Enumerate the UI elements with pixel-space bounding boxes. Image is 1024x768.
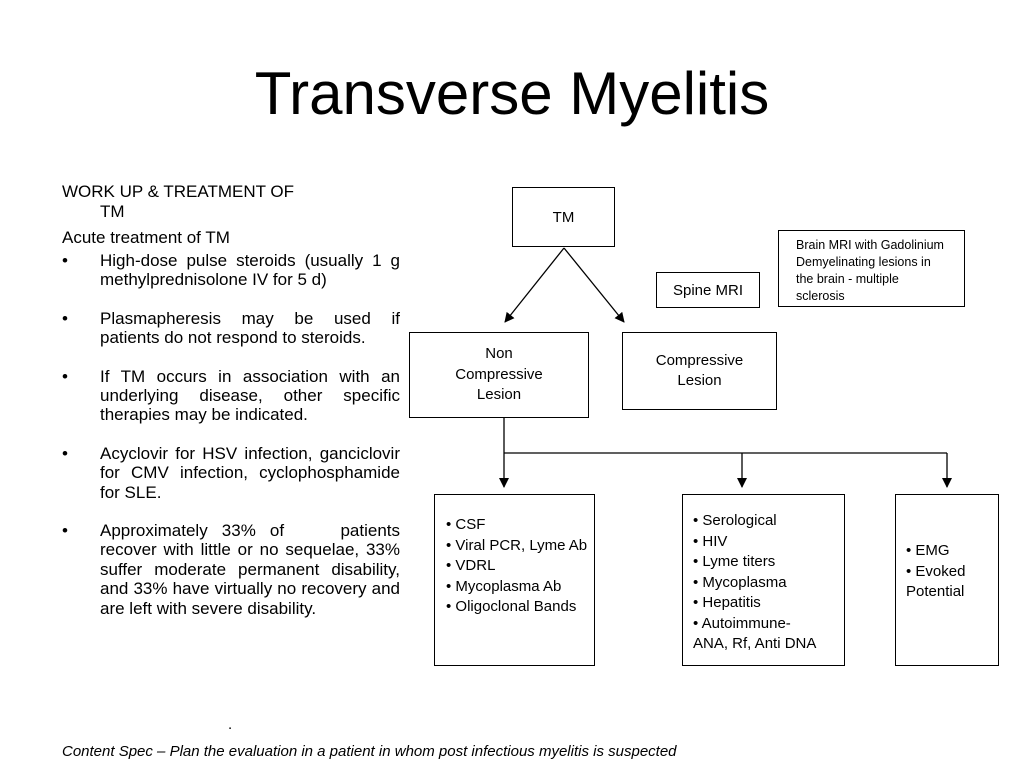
page-title: Transverse Myelitis — [254, 60, 770, 127]
treatment-bullet: • Acyclovir for HSV infection, ganciclovi… — [62, 444, 400, 502]
brain-mri-box: Brain MRI with Gadolinium Demyelinating … — [778, 230, 965, 307]
trailing-period: . — [228, 716, 233, 733]
csf-item: • CSF — [446, 516, 486, 533]
treatment-bullet-text: Acyclovir for HSV infection, ganciclovir… — [100, 443, 400, 502]
serology-item: • HIV — [693, 532, 728, 550]
tm-box-label: TM — [552, 208, 575, 226]
emg-item: • EMG — [906, 542, 950, 559]
tm-box: TM — [512, 187, 615, 247]
workup-heading-line1: WORK UP & TREATMENT OF — [62, 182, 295, 201]
non-compressive-line: Compressive — [455, 365, 543, 383]
workup-heading-line2: TM — [100, 202, 125, 221]
spine-mri-label: Spine MRI — [672, 281, 744, 299]
emg-workup-box: • EMG • Evoked Potential — [895, 494, 999, 666]
serology-item: • Lyme titers — [693, 553, 776, 570]
brain-mri-line: sclerosis — [796, 289, 845, 303]
csf-item: • Viral PCR, Lyme Ab — [446, 536, 588, 554]
non-compressive-line: Non — [485, 345, 513, 363]
serology-workup-box: • Serological • HIV • Lyme titers • Myco… — [682, 494, 845, 666]
workup-text-panel: WORK UP & TREATMENT OF TM Acute treatmen… — [62, 182, 400, 637]
csf-item: • Mycoplasma Ab — [446, 577, 562, 595]
compressive-line: Compressive — [655, 351, 744, 369]
content-spec-footer: Content Spec – Plan the evaluation in a … — [62, 743, 677, 760]
non-compressive-line: Lesion — [476, 386, 522, 404]
compressive-lesion-box: Compressive Lesion — [622, 332, 777, 410]
csf-item: • Oligoclonal Bands — [446, 598, 577, 615]
treatment-bullet-text: Plasmapheresis may be used if patients d… — [100, 308, 400, 348]
treatment-bullet: • High-dose pulse steroids (usually 1 g m… — [62, 251, 400, 290]
bullet-dot: • — [62, 251, 68, 270]
workup-heading: WORK UP & TREATMENT OF TM — [62, 182, 400, 222]
bullet-dot: • — [62, 521, 68, 541]
acute-treatment-subheading: Acute treatment of TM — [62, 228, 230, 247]
serology-item: • Hepatitis — [693, 594, 761, 611]
serology-item: • Serological — [693, 512, 777, 529]
emg-item: • Evoked — [906, 562, 966, 580]
brain-mri-line: Demyelinating lesions in — [796, 255, 931, 269]
bullet-dot: • — [62, 443, 68, 463]
treatment-bullet: • Plasmapheresis may be used if patients … — [62, 309, 400, 348]
serology-item: • Autoimmune- — [693, 614, 791, 632]
spine-mri-box: Spine MRI — [656, 272, 760, 308]
compressive-line: Lesion — [677, 372, 722, 389]
arrow-tm-to-noncompressive — [504, 247, 565, 323]
emg-item: Potential — [906, 583, 965, 600]
treatment-bullet: • If TM occurs in association with an und… — [62, 367, 400, 425]
bullet-dot: • — [62, 308, 68, 328]
treatment-bullet-list: • High-dose pulse steroids (usually 1 g m… — [62, 251, 400, 618]
serology-item: ANA, Rf, Anti DNA — [693, 635, 817, 652]
serology-item: • Mycoplasma — [693, 573, 787, 591]
csf-workup-box: • CSF • Viral PCR, Lyme Ab • VDRL • Myco… — [434, 494, 595, 666]
brain-mri-line: the brain - multiple — [796, 272, 899, 286]
brain-mri-line: Brain MRI with Gadolinium — [796, 238, 944, 252]
treatment-bullet-text: Approximately 33% of patients recover wi… — [100, 521, 405, 618]
treatment-bullet-text: If TM occurs in association with an unde… — [100, 366, 400, 425]
arrow-tm-to-compressive — [563, 247, 625, 323]
bullet-dot: • — [62, 366, 68, 386]
csf-item: • VDRL — [446, 557, 496, 574]
treatment-bullet: •Approximately 33% of patients recover w… — [62, 521, 400, 618]
treatment-bullet-text: High-dose pulse steroids (usually 1 g me… — [100, 251, 400, 290]
non-compressive-lesion-box: Non Compressive Lesion — [409, 332, 589, 418]
